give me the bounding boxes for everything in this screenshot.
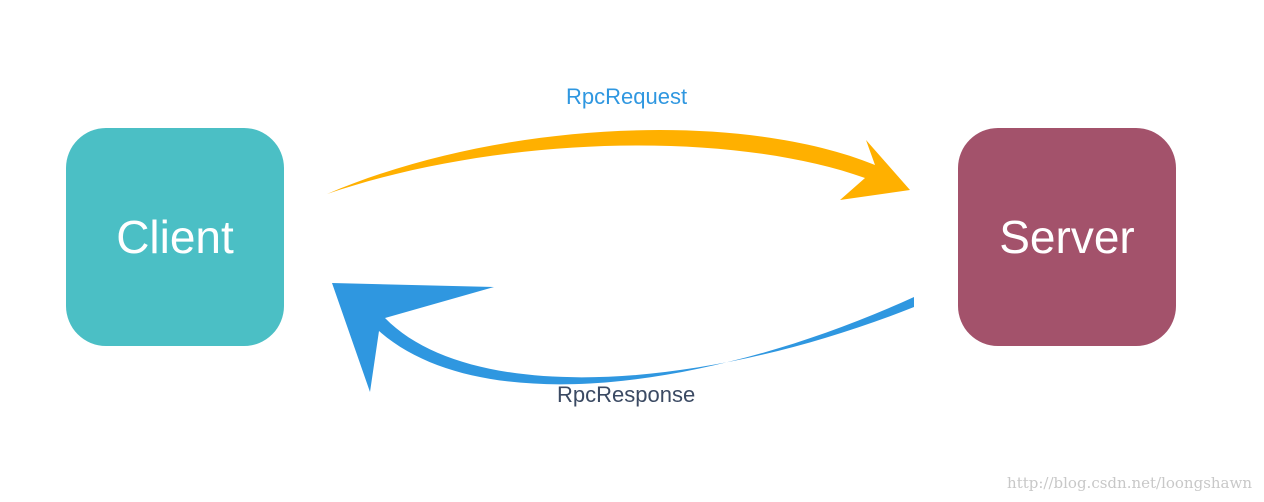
request-label: RpcRequest [566, 84, 688, 109]
client-node: Client [66, 128, 284, 346]
server-label: Server [999, 211, 1135, 263]
response-arrow [332, 283, 914, 392]
server-node: Server [958, 128, 1176, 346]
response-label: RpcResponse [557, 382, 696, 407]
watermark-text: http://blog.csdn.net/loongshawn [1007, 474, 1252, 492]
client-label: Client [116, 211, 234, 263]
request-arrow [327, 130, 910, 200]
